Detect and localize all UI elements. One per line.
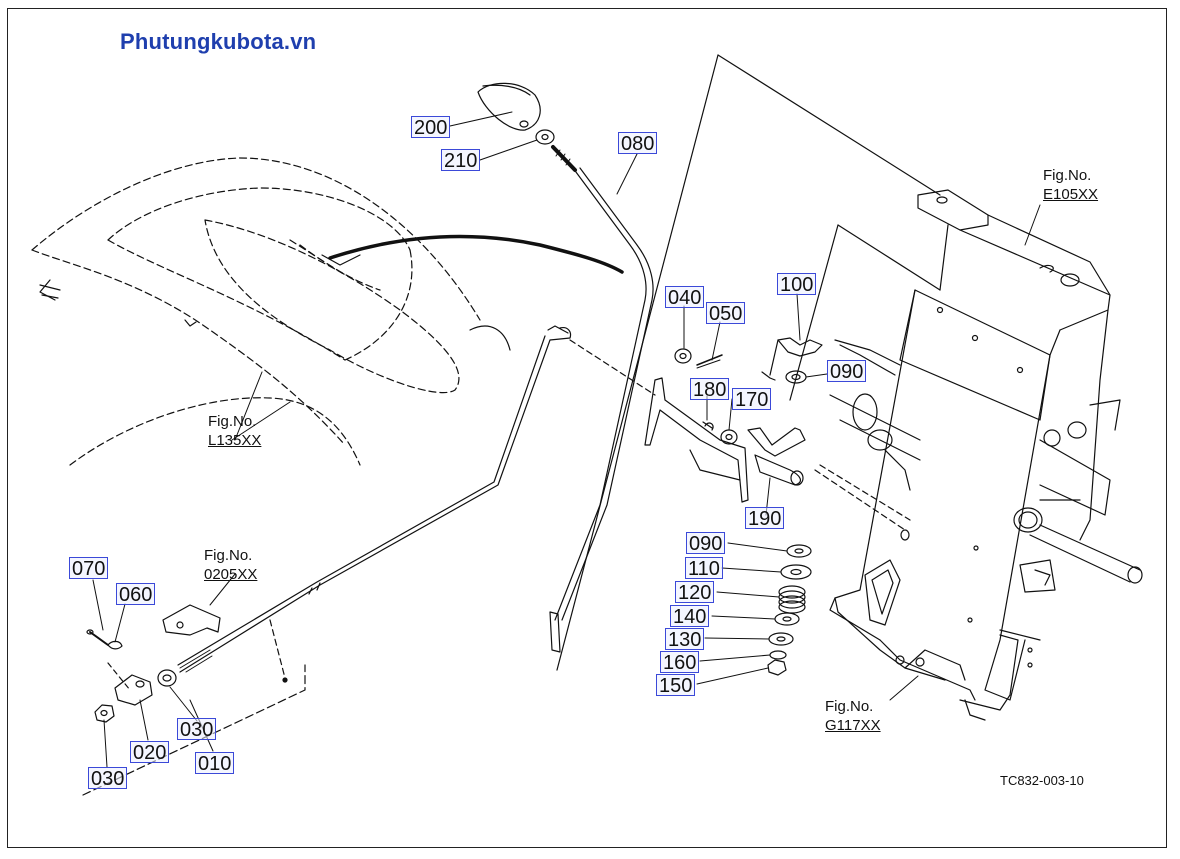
pin-070 [89,631,109,646]
pedal-bracket [644,377,749,503]
washer-130 [768,632,794,646]
fig-ref-line1: Fig.No. [825,698,874,715]
fig-ref-g117: Fig.No. G117XX [825,697,881,735]
fig-ref-line1: Fig.No. [1043,167,1092,184]
washer-140 [774,612,800,626]
pedal-arm [747,427,806,457]
part-callout-010[interactable]: 010 [195,752,235,775]
part-callout-080[interactable]: 080 [618,132,658,155]
fender-lip [469,325,511,351]
part-callout-090-upper[interactable]: 090 [827,360,867,383]
swivel-020 [114,674,153,706]
part-callout-140[interactable]: 140 [670,605,710,628]
spring-120 [778,585,806,614]
nut-150 [767,659,787,676]
fig-ref-l135: Fig.No. L135XX [208,412,261,450]
fig-ref-line1: Fig.No. [208,413,257,430]
part-callout-030-left[interactable]: 030 [88,767,128,790]
main-frame [829,189,1143,721]
part-callout-210[interactable]: 210 [441,149,481,172]
pin-180 [702,421,714,431]
cable-end [321,254,361,266]
part-callout-020[interactable]: 020 [130,741,170,764]
knob-nut [535,129,555,145]
leader-frame [837,224,941,291]
throttle-rod [179,327,572,673]
part-callout-180[interactable]: 180 [690,378,730,401]
part-callout-190[interactable]: 190 [745,507,785,530]
part-callout-090-lower[interactable]: 090 [686,532,726,555]
part-callout-170[interactable]: 170 [732,388,772,411]
brand-watermark: Phutungkubota.vn [120,29,317,54]
fig-ref-e105: Fig.No. E105XX [1043,166,1098,204]
cotter-050 [696,354,723,366]
lever-bracket-100 [777,337,823,357]
part-callout-070[interactable]: 070 [69,557,109,580]
fig-ref-line2: E105XX [1043,186,1099,203]
fig-ref-0205: Fig.No. 0205XX [204,546,257,584]
spring-060 [107,640,123,650]
bracket-0205 [162,604,221,636]
fig-ref-line1: Fig.No. [204,547,253,564]
part-callout-120[interactable]: 120 [675,581,715,604]
part-callout-160[interactable]: 160 [660,651,700,674]
diagram-code: TC832-003-10 [1000,773,1084,788]
washer-160 [769,650,787,660]
washer-040 [674,348,692,364]
part-callout-040[interactable]: 040 [665,286,705,309]
fender-bracket [39,279,56,301]
part-callout-130[interactable]: 130 [665,628,705,651]
nut-030a [157,669,177,687]
throttle-cable [328,234,624,274]
washer-170 [720,429,738,445]
part-callout-200[interactable]: 200 [411,116,451,139]
part-callout-060[interactable]: 060 [116,583,156,606]
lever-knob [477,82,541,131]
part-callout-110[interactable]: 110 [685,557,723,580]
throttle-lever-rod [554,167,647,621]
fig-ref-line2: 0205XX [204,566,258,583]
part-callout-030-right[interactable]: 030 [177,718,217,741]
fig-ref-line2: L135XX [208,432,262,449]
part-callout-050[interactable]: 050 [706,302,746,325]
part-callout-150[interactable]: 150 [656,674,696,697]
nut-030b [94,704,115,723]
diagram-frame [7,8,1167,848]
washer-110 [780,564,812,580]
panel-edge [717,54,941,196]
fender-outline [31,157,481,466]
washer-090b [786,544,812,558]
fig-ref-line2: G117XX [825,717,881,734]
part-callout-100[interactable]: 100 [777,273,817,296]
